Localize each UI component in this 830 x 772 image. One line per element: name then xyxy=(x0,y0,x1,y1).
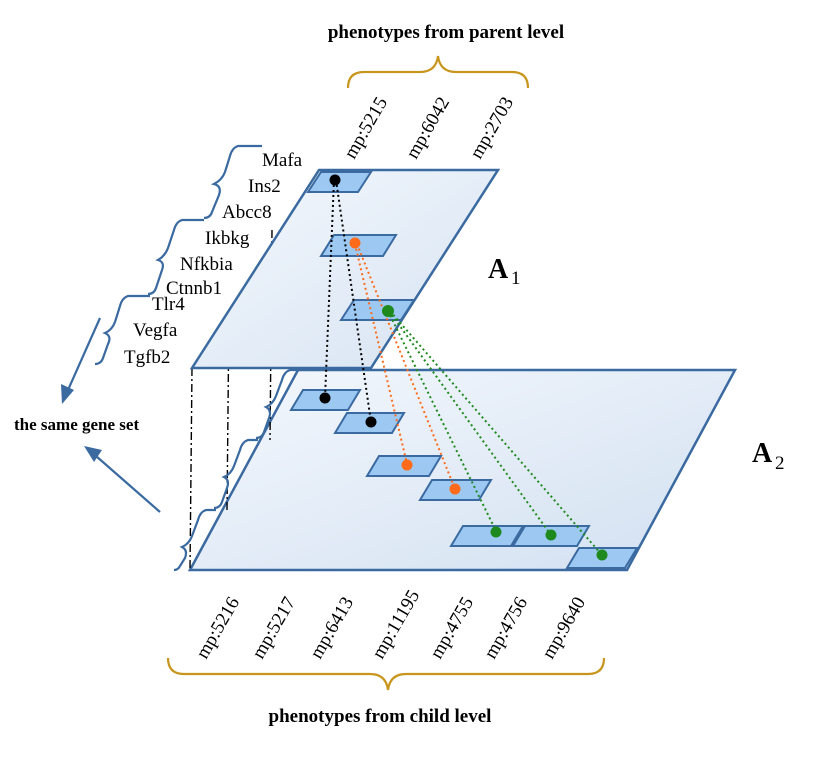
gene-label-2: Abcc8 xyxy=(222,202,272,223)
child-label-1: mp:5217 xyxy=(248,593,300,662)
child-label-3: mp:11195 xyxy=(368,586,424,662)
dot-green-1 xyxy=(490,526,502,538)
matrix-a1-plane xyxy=(189,168,501,370)
dot-green-3 xyxy=(596,549,608,561)
dot-black-top xyxy=(329,174,341,186)
gene-labels: Mafa Ins2 Abcc8 Ikbkg Nfkbia Ctnnb1 Tlr4… xyxy=(124,150,303,368)
child-label-5: mp:4756 xyxy=(480,593,532,662)
dot-green-top xyxy=(382,305,394,317)
child-brace xyxy=(166,657,606,691)
dot-orange-top xyxy=(349,237,361,249)
gene-label-8: Tgfb2 xyxy=(124,347,170,368)
connections-orange xyxy=(354,243,456,490)
gene-label-6: Tlr4 xyxy=(152,294,185,315)
a1-cell-2 xyxy=(339,299,416,321)
dot-orange-1 xyxy=(401,459,413,471)
connections-black xyxy=(324,179,372,423)
svg-text:2: 2 xyxy=(775,453,785,474)
gene-label-3: Ikbkg xyxy=(205,228,250,249)
gene-label-0: Mafa xyxy=(262,150,303,171)
svg-text:1: 1 xyxy=(511,268,521,289)
child-phenotype-labels: mp:5216 mp:5217 mp:6413 mp:11195 mp:4755… xyxy=(192,586,590,662)
svg-text:A: A xyxy=(488,254,509,285)
dot-black-1 xyxy=(319,392,331,404)
gene-label-1: Ins2 xyxy=(248,176,281,197)
a2-cell-4 xyxy=(449,525,525,547)
child-label-0: mp:5216 xyxy=(192,593,244,662)
dots xyxy=(319,174,608,561)
dot-black-2 xyxy=(365,416,377,428)
dot-green-2 xyxy=(545,529,557,541)
a1-cells xyxy=(306,171,416,321)
child-label-6: mp:9640 xyxy=(538,593,590,662)
parent-label-2: mp:2703 xyxy=(466,93,518,162)
matrix-label-a2: A 2 xyxy=(752,438,785,474)
gene-label-7: Vegfa xyxy=(133,320,178,341)
gene-braces-bottom xyxy=(173,368,300,572)
same-gene-set-label: the same gene set xyxy=(14,415,139,434)
parent-label-0: mp:5215 xyxy=(340,93,392,162)
child-label-4: mp:4755 xyxy=(426,593,478,662)
same-gene-set-arrows xyxy=(61,317,161,513)
svg-text:A: A xyxy=(752,438,773,469)
parent-phenotype-labels: mp:5215 mp:6042 mp:2703 xyxy=(340,93,518,162)
dot-orange-2 xyxy=(449,483,461,495)
parent-brace xyxy=(346,55,530,89)
title-parent-level: phenotypes from parent level xyxy=(328,22,564,43)
gene-label-4: Nfkbia xyxy=(180,254,233,275)
parent-label-1: mp:6042 xyxy=(402,93,454,162)
child-label-2: mp:6413 xyxy=(306,593,358,662)
matrix-label-a1: A 1 xyxy=(488,254,521,289)
title-child-level: phenotypes from child level xyxy=(269,706,492,727)
gene-braces-top xyxy=(94,144,262,366)
connections-green xyxy=(387,310,603,556)
gene-label-5: Ctnnb1 xyxy=(166,278,222,299)
